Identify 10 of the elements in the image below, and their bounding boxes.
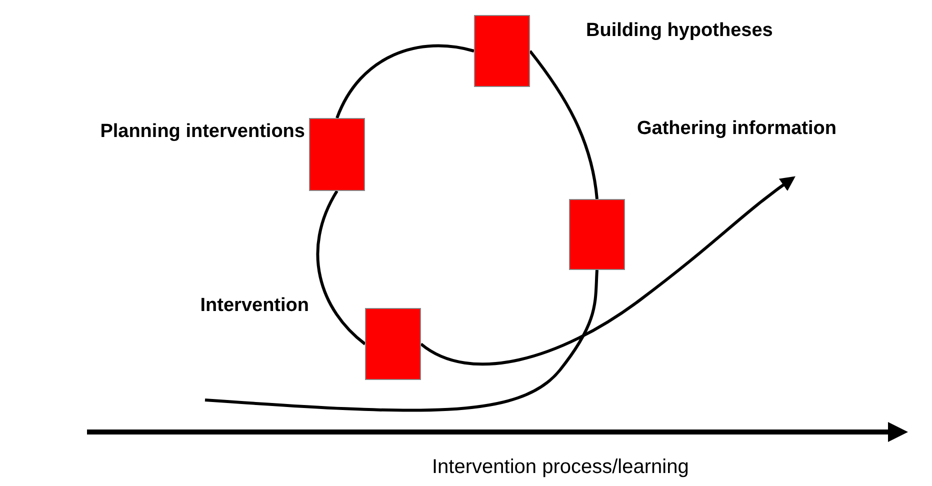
step-label: Intervention bbox=[200, 295, 309, 317]
curved-arrow bbox=[420, 176, 796, 366]
curve-line bbox=[316, 190, 366, 346]
curve-line bbox=[336, 44, 474, 119]
step-label: Gathering information bbox=[637, 118, 836, 140]
axis-label: Intervention process/learning bbox=[432, 455, 689, 479]
step-label: Building hypotheses bbox=[586, 20, 773, 42]
curve-line bbox=[528, 50, 598, 200]
step-label: Planning interventions bbox=[100, 121, 305, 143]
curve-line bbox=[204, 270, 598, 412]
